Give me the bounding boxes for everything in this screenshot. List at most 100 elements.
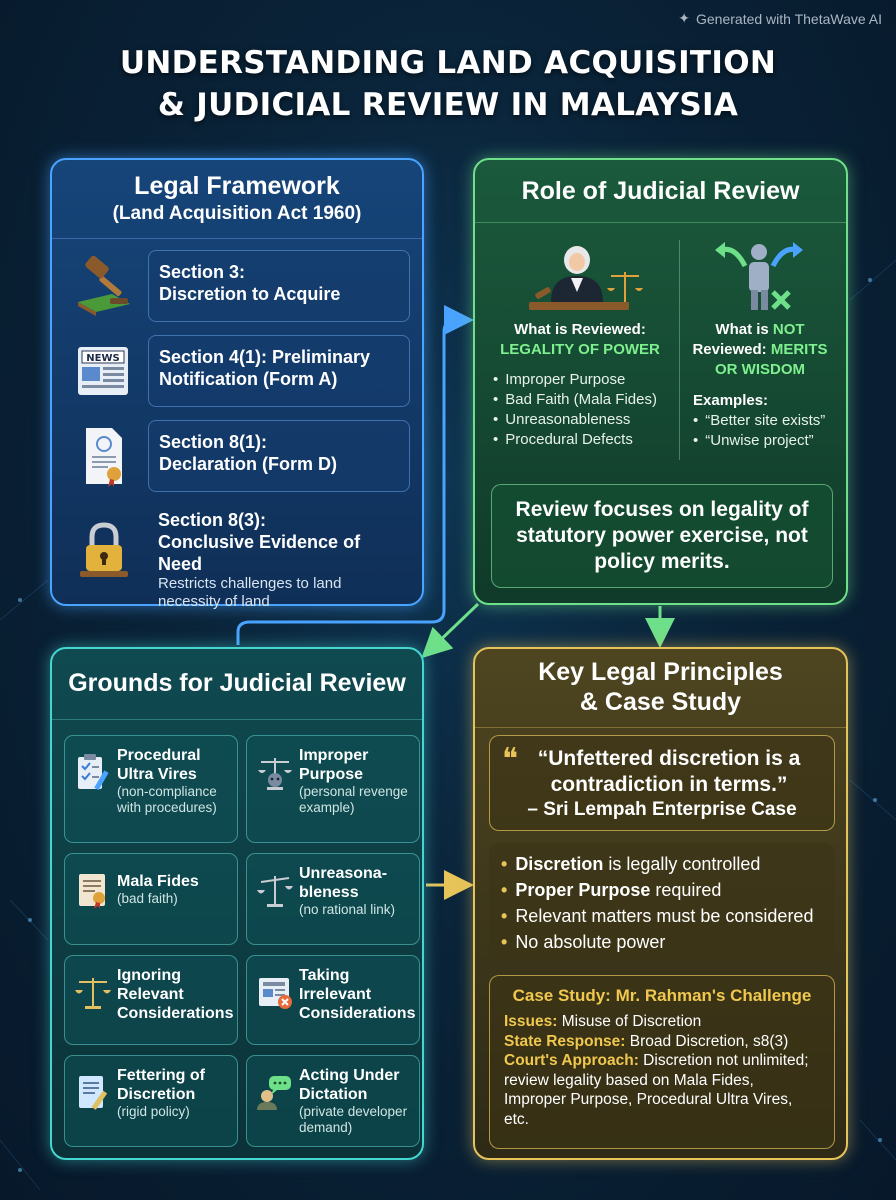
quote-citation: – Sri Lempah Enterprise Case	[527, 799, 797, 820]
principle-text: required	[650, 880, 722, 900]
arrow-review-to-grounds	[421, 602, 480, 659]
ground-text: Ignoring Relevant Considerations	[117, 966, 233, 1023]
ground-card: Ignoring Relevant Considerations	[64, 955, 238, 1045]
section-row: Section 3: Discretion to Acquire	[64, 250, 412, 322]
title-line-1: UNDERSTANDING LAND ACQUISITION	[119, 45, 777, 81]
case-line: State Response: Broad Discretion, s8(3)	[504, 1032, 820, 1052]
ground-title: Mala Fides	[117, 873, 199, 890]
padlock-icon	[80, 522, 128, 577]
ground-subtitle: (rigid policy)	[117, 1104, 190, 1119]
ground-title: Procedural Ultra Vires	[117, 747, 201, 783]
section-title-2: Conclusive Evidence of Need	[158, 532, 361, 574]
case-value: Misuse of Discretion	[557, 1013, 702, 1030]
principles-list: Discretion is legally controlled Proper …	[489, 843, 835, 959]
ground-card: Mala Fides (bad faith)	[64, 853, 238, 945]
reviewed-value: LEGALITY OF POWER	[500, 341, 660, 358]
reviewed-list: Improper Purpose Bad Faith (Mala Fides) …	[493, 370, 675, 450]
news-label: NEWS	[86, 353, 119, 364]
ground-subtitle: (no rational link)	[299, 902, 396, 917]
principles-title-line-2: & Case Study	[579, 688, 742, 716]
not-reviewed-label-2: Reviewed:	[692, 341, 767, 358]
list-item: “Better site exists”	[693, 411, 835, 431]
watermark: ✦ Generated with ThetaWave AI	[678, 10, 882, 27]
quote-mark-icon: ❝	[502, 742, 519, 777]
section-8-1-box: Section 8(1): Declaration (Form D)	[148, 420, 410, 492]
ground-card: Acting Under Dictation (private develope…	[246, 1055, 420, 1147]
list-item: Relevant matters must be considered	[501, 903, 835, 929]
principle-bold: Discretion	[515, 854, 604, 874]
case-line: Issues: Misuse of Discretion	[504, 1012, 820, 1032]
principles-title: Key Legal Principles & Case Study	[475, 657, 846, 717]
legal-framework-title: Legal Framework	[134, 172, 340, 200]
grounds-header: Grounds for Judicial Review	[52, 649, 422, 720]
ground-text: Improper Purpose (personal revenge examp…	[299, 746, 415, 816]
section-row: NEWS Section 4(1): Preliminary Notificat…	[64, 335, 412, 407]
ground-title: Fettering of Discretion	[117, 1067, 205, 1103]
page-title: UNDERSTANDING LAND ACQUISITION & JUDICIA…	[0, 42, 896, 126]
section-4-box: Section 4(1): Preliminary Notification (…	[148, 335, 410, 407]
section-3-box: Section 3: Discretion to Acquire	[148, 250, 410, 322]
list-item: No absolute power	[501, 929, 835, 955]
list-item: Unreasonableness	[493, 410, 675, 430]
case-key: Issues:	[504, 1013, 558, 1030]
document-seal-icon	[86, 428, 122, 487]
section-subtitle: Restricts challenges to land necessity o…	[158, 575, 342, 610]
grounds-title: Grounds for Judicial Review	[68, 669, 406, 697]
ground-subtitle: (private developer demand)	[299, 1104, 408, 1135]
judicial-review-summary: Review focuses on legality of statutory …	[491, 484, 833, 588]
examples-list: “Better site exists” “Unwise project”	[693, 411, 835, 451]
person-crossroads-icon	[715, 242, 803, 310]
ground-card: Fettering of Discretion (rigid policy)	[64, 1055, 238, 1147]
examples-label: Examples:	[693, 392, 769, 409]
principle-text: No absolute power	[515, 932, 666, 952]
reviewed-column: What is Reviewed: LEGALITY OF POWER Impr…	[485, 236, 675, 450]
document-seal-icon	[79, 874, 105, 909]
section-title: Section 8(3):	[158, 510, 267, 530]
not-reviewed-column: What is NOT Reviewed: MERITS OR WISDOM E…	[685, 236, 835, 451]
scales-icon	[257, 876, 293, 907]
section-title-2: Declaration (Form D)	[159, 454, 338, 474]
ground-subtitle: (bad faith)	[117, 891, 178, 906]
case-key: State Response:	[504, 1032, 626, 1050]
watermark-text: Generated with ThetaWave AI	[696, 10, 882, 27]
scales-icon	[75, 978, 111, 1009]
ground-title: Improper Purpose	[299, 747, 369, 783]
list-item: Discretion is legally controlled	[501, 851, 835, 877]
principles-header: Key Legal Principles & Case Study	[475, 649, 846, 728]
case-key: Court's Approach:	[504, 1052, 639, 1069]
judicial-review-title: Role of Judicial Review	[521, 177, 800, 205]
case-value: Broad Discretion, s8(3)	[625, 1032, 789, 1050]
case-study-box: Case Study: Mr. Rahman's Challenge Issue…	[489, 975, 835, 1149]
list-item: Proper Purpose required	[501, 877, 835, 903]
not-reviewed-label: What is NOT Reviewed: MERITS OR WISDOM	[685, 320, 835, 380]
quote-text: “Unfettered discretion is a contradictio…	[537, 747, 801, 796]
ground-subtitle: (non-compliance with procedures)	[117, 784, 217, 815]
ground-title: Taking Irrelevant Considerations	[299, 967, 416, 1022]
judge-icon	[529, 246, 643, 310]
ground-title: Acting Under Dictation	[299, 1067, 400, 1103]
legal-framework-header: Legal Framework (Land Acquisition Act 19…	[52, 160, 422, 239]
grounds-panel: Grounds for Judicial Review Procedural U…	[50, 647, 424, 1160]
ground-card: Improper Purpose (personal revenge examp…	[246, 735, 420, 843]
section-title-2: Discretion to Acquire	[159, 284, 341, 304]
ground-title: Ignoring Relevant Considerations	[117, 967, 234, 1022]
scales-mask-icon	[258, 758, 292, 790]
ground-text: Mala Fides (bad faith)	[117, 872, 233, 907]
newspaper-x-icon	[259, 978, 292, 1009]
ground-text: Taking Irrelevant Considerations	[299, 966, 415, 1023]
ground-subtitle: (personal revenge example)	[299, 784, 408, 815]
principles-title-line-1: Key Legal Principles	[538, 658, 783, 686]
document-pen-icon	[79, 1076, 108, 1110]
principle-text: is legally controlled	[603, 854, 761, 874]
not-reviewed-value-1: MERITS	[770, 341, 828, 358]
case-value: Discretion not unlimited; review legalit…	[504, 1052, 809, 1128]
legal-framework-subtitle: (Land Acquisition Act 1960)	[112, 203, 362, 224]
list-item: Procedural Defects	[493, 430, 675, 450]
case-line: Court's Approach: Discretion not unlimit…	[504, 1051, 820, 1129]
speech-person-icon	[257, 1076, 291, 1110]
divider	[679, 240, 680, 460]
section-title: Section 3:	[159, 262, 246, 282]
list-item: Improper Purpose	[493, 370, 675, 390]
judicial-review-panel: Role of Judicial Review What is Reviewed…	[473, 158, 848, 605]
not-reviewed-not: NOT	[772, 321, 805, 338]
